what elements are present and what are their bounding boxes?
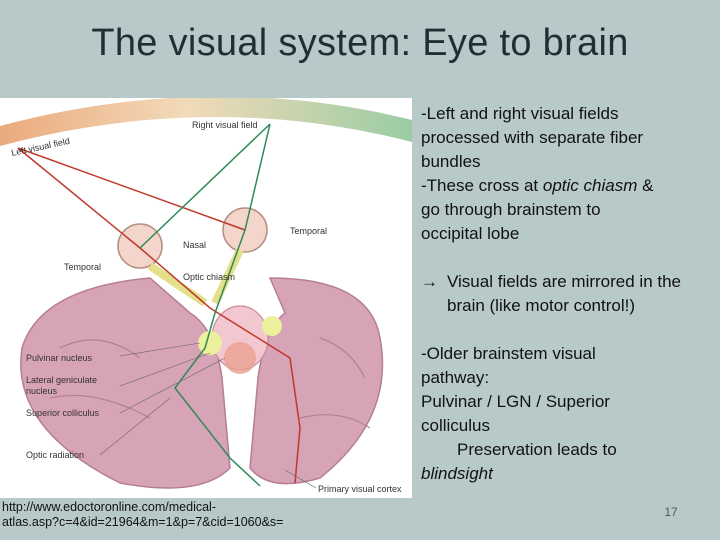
p1-line-5: go through brainstem to [421, 200, 601, 219]
temporal-right-label: Temporal [290, 226, 327, 236]
p3-line-4: colliculus [421, 416, 490, 435]
p1-line-6: occipital lobe [421, 224, 520, 243]
blindsight-term: blindsight [421, 464, 493, 483]
right-field-pathway [139, 123, 271, 487]
p1-line-4-start: -These cross at [421, 176, 543, 195]
pulvinar-label: Pulvinar nucleus [26, 353, 93, 363]
optic-radiation-label: Optic radiation [26, 450, 84, 460]
nasal-label: Nasal [183, 240, 206, 250]
p1-line-4-end: & [637, 176, 654, 195]
primary-visual-cortex-label: Primary visual cortex [318, 484, 402, 494]
visual-pathway-illustration: Left visual field Right visual field Nas… [0, 98, 412, 494]
lgn-label-line2: nucleus [26, 386, 58, 396]
slide-body-text: -Left and right visual fields processed … [421, 102, 713, 486]
paragraph-2: → Visual fields are mirrored in the brain… [421, 270, 713, 318]
arrow-icon: → [421, 272, 438, 291]
p1-line-1: -Left and right visual fields [421, 104, 619, 123]
page-number: 17 [664, 505, 678, 519]
p1-line-3: bundles [421, 152, 481, 171]
visual-pathway-figure: Left visual field Right visual field Nas… [0, 98, 412, 498]
visual-field-arc [0, 98, 412, 146]
lgn-label-line1: Lateral geniculate [26, 375, 97, 385]
caption-line-2: atlas.asp?c=4&id=21964&m=1&p=7&cid=1060&… [2, 515, 284, 529]
paragraph-3: -Older brainstem visual pathway: Pulvina… [421, 342, 713, 486]
p2-text: Visual fields are mirrored in the brain … [447, 272, 682, 315]
left-hemisphere [20, 277, 231, 489]
p1-line-4: -These cross at optic chiasm & [421, 174, 713, 198]
p3-line-2: pathway: [421, 368, 490, 387]
image-source-caption: http://www.edoctoronline.com/medical- at… [2, 500, 322, 530]
p3-line-3: Pulvinar / LGN / Superior [421, 392, 610, 411]
p3-line-1: -Older brainstem visual [421, 344, 596, 363]
slide-title: The visual system: Eye to brain [91, 22, 629, 64]
p3-line-5: Preservation leads to [457, 440, 617, 459]
right-visual-field-label: Right visual field [192, 120, 258, 130]
optic-chiasm-label: Optic chiasm [183, 272, 235, 282]
caption-line-1: http://www.edoctoronline.com/medical- [2, 500, 216, 514]
p1-line-2: processed with separate fiber [421, 128, 644, 147]
temporal-left-label: Temporal [64, 262, 101, 272]
superior-colliculus-label: Superior colliculus [26, 408, 100, 418]
optic-chiasm-term: optic chiasm [542, 176, 638, 195]
right-hemisphere [249, 277, 384, 485]
paragraph-1: -Left and right visual fields processed … [421, 102, 713, 246]
